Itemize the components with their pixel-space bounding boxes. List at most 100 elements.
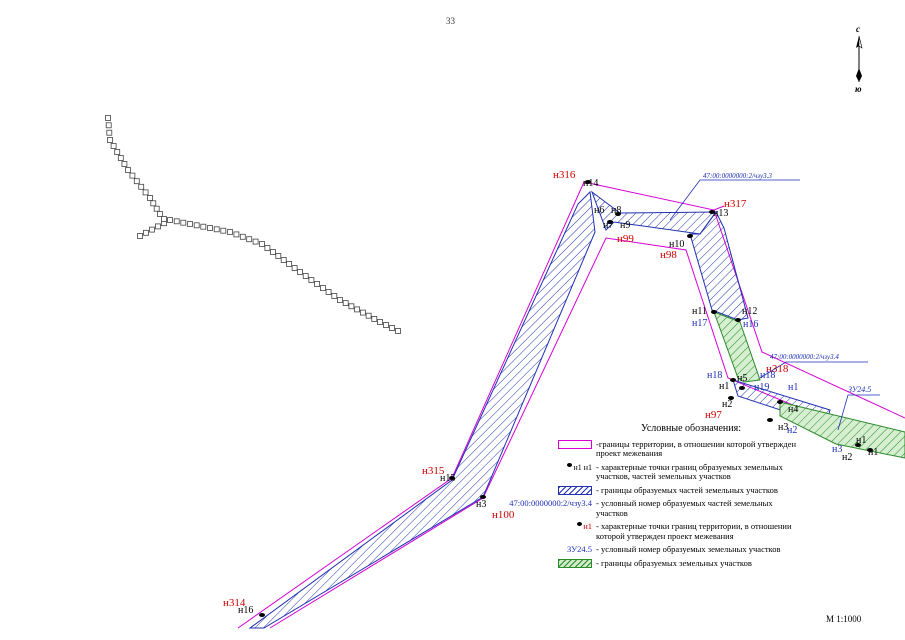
chain-square: [354, 306, 361, 313]
point-marker: [767, 418, 773, 422]
chain-square: [233, 231, 240, 238]
chain-square: [269, 249, 276, 255]
chain-square: [157, 211, 163, 217]
characteristic-points: [259, 180, 873, 617]
svg-text:н16: н16: [743, 319, 758, 330]
chain-square: [325, 289, 332, 295]
chain-square: [337, 297, 343, 303]
chain-square: [161, 216, 167, 222]
callout-zu: ЗУ24.5: [848, 385, 871, 394]
svg-text:н11: н11: [692, 306, 707, 317]
north-label: с: [856, 24, 860, 34]
svg-text:н17: н17: [692, 318, 707, 329]
chain-square: [286, 261, 293, 267]
chain-square: [200, 223, 207, 230]
svg-text:н4: н4: [788, 404, 798, 415]
chain-square: [207, 225, 213, 231]
north-arrow: с ю: [852, 24, 872, 96]
point-key: н1 н1: [573, 462, 592, 472]
point-marker: [687, 234, 693, 238]
chain-square: [395, 328, 401, 334]
chain-square: [377, 319, 383, 325]
svg-text:н315: н315: [422, 465, 445, 477]
parcel-swatch-icon: [558, 558, 592, 568]
chain-square: [121, 161, 128, 167]
point-marker: [607, 220, 613, 224]
chain-square: [227, 229, 233, 235]
chain-square: [150, 200, 157, 207]
chain-square: [114, 149, 121, 155]
chain-square: [105, 115, 111, 121]
svg-text:н98: н98: [660, 249, 677, 261]
svg-text:н14: н14: [583, 178, 598, 189]
point-marker: [867, 448, 873, 452]
chain-square: [259, 241, 265, 247]
svg-text:н3: н3: [476, 499, 486, 510]
legend-title: Условные обозначения:: [640, 423, 741, 434]
point-marker: [259, 613, 265, 617]
chain-square: [153, 205, 160, 212]
legend-item: -границы территории, в отношении которой…: [556, 439, 806, 459]
chain-square: [297, 269, 303, 275]
chain-square: [389, 325, 395, 331]
legend-item: н1 - характерные точки границ территории…: [556, 521, 806, 541]
svg-text:н10: н10: [669, 239, 684, 250]
chain-square: [264, 245, 271, 251]
svg-text:н9: н9: [620, 220, 630, 231]
chain-square: [319, 285, 326, 291]
svg-text:н317: н317: [724, 198, 747, 210]
chain-square: [275, 253, 282, 259]
chain-square: [246, 236, 253, 243]
chain-square: [173, 218, 180, 225]
chain-square: [105, 122, 112, 129]
svg-text:н7: н7: [603, 220, 613, 231]
svg-text:н13: н13: [713, 208, 728, 219]
black-labels: н14 н6 н8 н7 н9 н13 н10 н11 н12 н5 н1 н2…: [238, 178, 878, 616]
chain-square: [106, 129, 113, 136]
legend-item: 47:00:0000000:2/чзу3.4 - условный номер …: [509, 498, 773, 518]
point-marker: [855, 443, 861, 447]
callout-leaders: [669, 179, 880, 431]
svg-text:н1: н1: [868, 447, 878, 458]
chain-square: [252, 238, 259, 245]
parcels-green: [713, 311, 905, 459]
chain-square: [383, 322, 389, 328]
chain-square: [193, 222, 200, 229]
chain-square: [125, 167, 131, 173]
chain-square: [239, 233, 246, 240]
chain-square: [129, 172, 136, 179]
chain-square: [110, 143, 117, 149]
svg-text:н18: н18: [760, 370, 775, 381]
point-marker: [728, 396, 734, 400]
chain-square: [187, 221, 193, 227]
point-marker: [449, 476, 455, 480]
parts-swatch-icon: [558, 485, 592, 495]
legend-item: ЗУ24.5 - условный номер образуемых земел…: [567, 544, 781, 554]
chain-square: [149, 226, 155, 233]
chain-square: [371, 315, 378, 322]
chain-square: [147, 195, 153, 201]
chain-square: [348, 303, 355, 310]
svg-text:н3: н3: [832, 444, 842, 455]
red-labels: н316 н317 н99 н98 н318 н97 н315 н100 н31…: [223, 169, 789, 609]
chain-square: [291, 265, 298, 271]
chain-square: [314, 281, 321, 287]
point-marker: [585, 180, 591, 184]
point-marker: [777, 400, 783, 404]
svg-text:н2: н2: [787, 425, 797, 436]
svg-text:н2: н2: [842, 452, 852, 463]
chain-square: [143, 229, 149, 236]
legend-item: - границы образуемых земельных участков: [556, 558, 806, 569]
svg-text:н1: н1: [788, 382, 798, 393]
chain-square: [302, 273, 309, 279]
svg-text:н6: н6: [594, 205, 604, 216]
point-marker: [709, 210, 715, 214]
svg-text:н8: н8: [611, 205, 621, 216]
chain-square: [142, 189, 149, 196]
svg-text:н316: н316: [553, 169, 576, 181]
svg-text:н3: н3: [778, 422, 788, 433]
chain-square: [213, 226, 220, 233]
chain-square: [331, 293, 338, 299]
chain-square: [117, 155, 124, 161]
point-marker: [739, 386, 745, 390]
